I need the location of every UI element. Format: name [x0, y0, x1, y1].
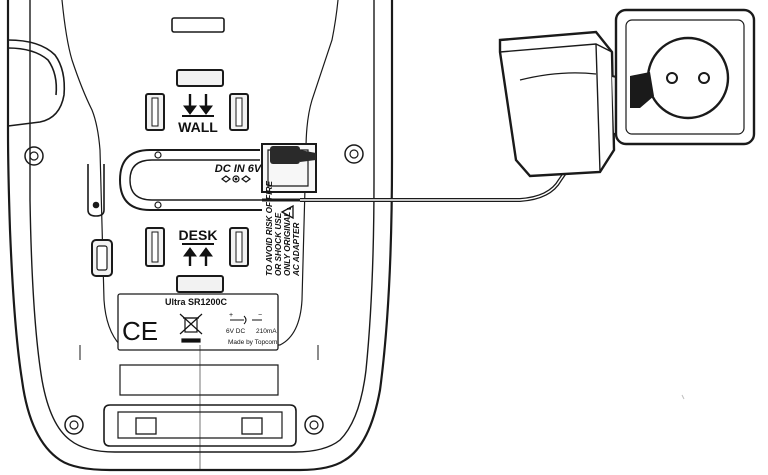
wall-label: WALL	[178, 119, 218, 135]
device-outer-shell	[6, 0, 394, 472]
screw-hole	[64, 415, 84, 435]
device-bottom	[103, 345, 297, 470]
stray-marks	[681, 394, 685, 400]
rating-voltage: 6V DC	[226, 328, 245, 335]
screw-holes	[24, 144, 364, 435]
left-clip	[7, 39, 66, 127]
dc-in-label: DC IN 6V	[215, 163, 263, 175]
dc-in-marking: DC IN 6V	[215, 163, 263, 183]
warning-triangle-icon	[280, 204, 294, 220]
upper-slot	[176, 69, 224, 87]
dc-polarity-icon	[221, 175, 251, 183]
screw-hole	[24, 146, 44, 166]
cable-loop-inner	[129, 159, 262, 201]
warning-line-2: OR SHOCK USE	[274, 212, 283, 276]
model-name: Ultra SR1200C	[165, 297, 228, 307]
device-back-edge	[79, 345, 319, 360]
left-cord-clip	[87, 164, 105, 217]
dc-plug	[270, 146, 316, 164]
dc-polarity-icon: + −	[229, 312, 262, 325]
warning-line-1: TO AVOID RISK OF FIRE	[265, 181, 274, 276]
up-arrows-icon	[182, 243, 214, 266]
warning-line-3: ONLY ORIGINAL	[283, 212, 292, 276]
crossed-bin-icon	[179, 313, 203, 343]
top-slot	[171, 17, 225, 33]
rating-plate: Ultra SR1200C CE + − 6V DC 210mA Made by…	[117, 293, 279, 351]
cable-loop-outer	[118, 149, 262, 211]
rating-current: 210mA	[256, 328, 277, 335]
svg-text:−: −	[258, 312, 262, 319]
warning-line-4: AC ADAPTER	[292, 223, 301, 277]
wall-mount-area: WALL	[145, 69, 249, 135]
lower-slot	[176, 275, 224, 293]
desk-label: DESK	[179, 227, 218, 243]
side-button	[91, 239, 113, 277]
foot-pad-left	[135, 417, 157, 435]
desk-mount-area: DESK	[145, 227, 249, 293]
device-inner-shell	[29, 0, 375, 453]
ce-mark: CE	[122, 316, 158, 346]
screw-hole	[344, 144, 364, 164]
maker-label: Made by Topcom	[228, 339, 277, 346]
screw-hole	[304, 415, 324, 435]
svg-text:+: +	[229, 312, 233, 319]
wall-socket	[614, 8, 756, 146]
foot-pad-right	[241, 417, 263, 435]
warning-label: TO AVOID RISK OF FIRE OR SHOCK USE ONLY …	[265, 181, 301, 277]
down-arrows-icon	[182, 94, 214, 117]
